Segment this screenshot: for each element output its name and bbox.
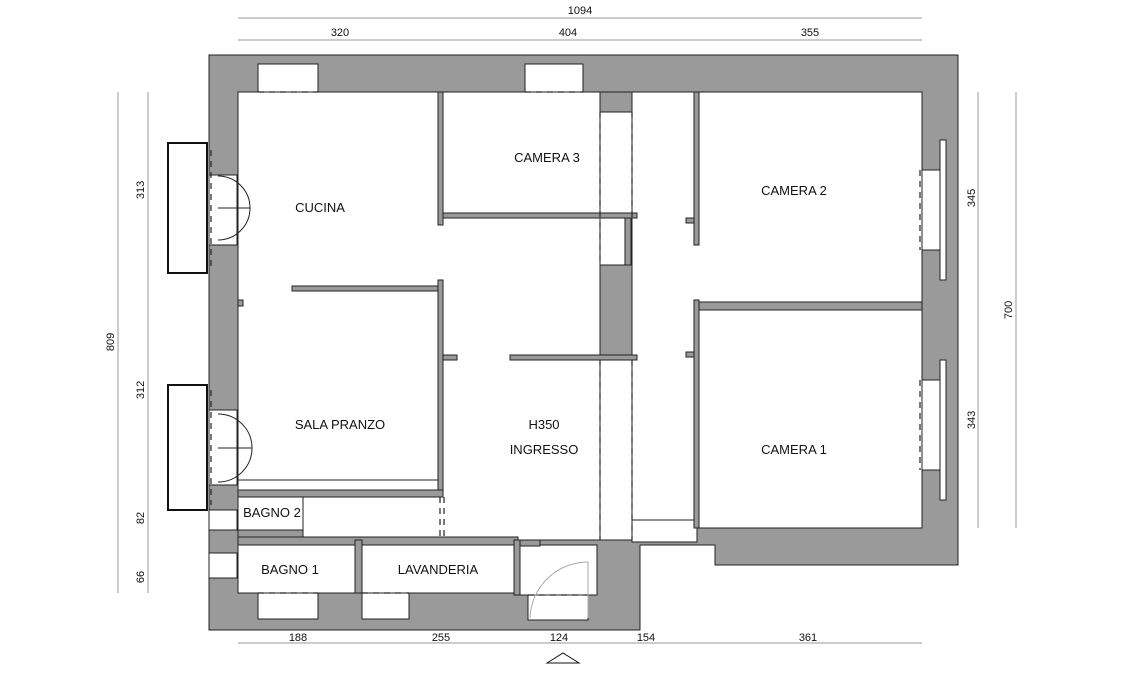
dim-bottom-1: 188	[289, 632, 307, 644]
ceiling-height-label: H350	[528, 417, 559, 432]
room-label-lavanderia: LAVANDERIA	[398, 562, 479, 577]
room-label-bagno-2: BAGNO 2	[243, 505, 301, 520]
openings	[210, 112, 921, 540]
bagno-2-room	[237, 491, 304, 531]
room-label-sala-pranzo: SALA PRANZO	[295, 417, 385, 432]
dim-left-2: 312	[135, 381, 147, 399]
dim-bottom-5: 361	[799, 632, 817, 644]
dim-top-3: 355	[801, 27, 819, 39]
room-label-camera-2: CAMERA 2	[761, 183, 827, 198]
room-label-cucina: CUCINA	[295, 200, 345, 215]
dimension-lines	[117, 17, 1017, 664]
room-label-bagno-1: BAGNO 1	[261, 562, 319, 577]
entrance-arrow-icon	[545, 652, 581, 664]
lavanderia-room	[361, 544, 515, 594]
balcony-upper	[167, 142, 208, 274]
dim-top-total: 1094	[568, 5, 592, 17]
door-swings	[217, 175, 589, 619]
dim-left-3: 82	[135, 512, 147, 524]
windows	[208, 63, 947, 596]
dim-right-total: 700	[1003, 301, 1015, 319]
dim-left-1: 313	[135, 181, 147, 199]
dim-bottom-3: 124	[550, 632, 568, 644]
dim-right-1: 345	[966, 189, 978, 207]
partition-walls	[237, 91, 923, 596]
dim-bottom-4: 154	[637, 632, 655, 644]
dim-bottom-2: 255	[432, 632, 450, 644]
dim-left-total: 809	[105, 333, 117, 351]
room-label-camera-1: CAMERA 1	[761, 442, 827, 457]
room-label-ingresso: INGRESSO	[510, 442, 579, 457]
dim-left-4: 66	[135, 571, 147, 583]
dim-top-2: 404	[559, 27, 577, 39]
room-label-camera-3: CAMERA 3	[514, 150, 580, 165]
dim-right-2: 343	[966, 411, 978, 429]
dim-top-1: 320	[331, 27, 349, 39]
bagno-1-room	[237, 544, 356, 594]
balcony-lower	[167, 384, 208, 511]
